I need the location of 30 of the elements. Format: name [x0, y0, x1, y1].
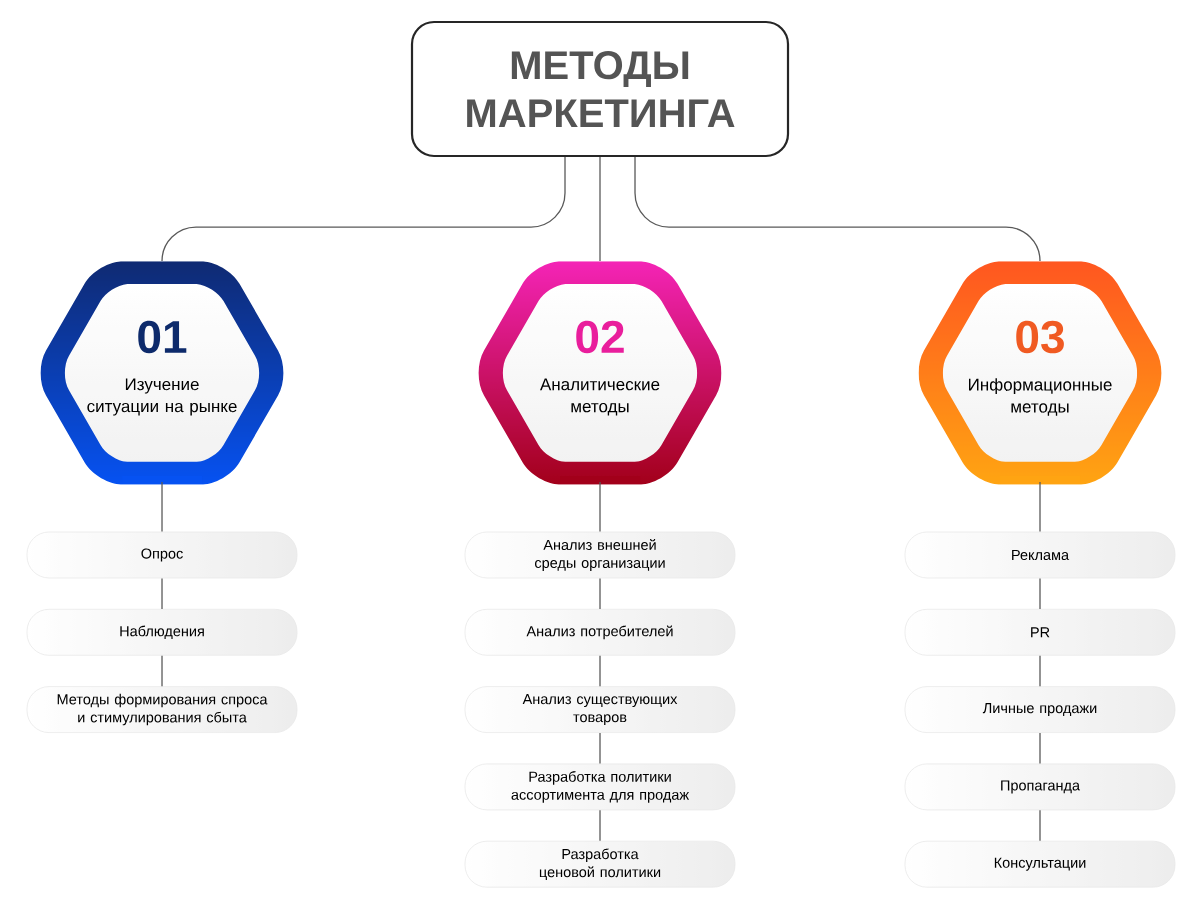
- item-box: Пропаганда: [904, 763, 1176, 811]
- connector-line: [599, 577, 601, 610]
- connector-line: [599, 809, 601, 842]
- connector-line: [634, 156, 1041, 262]
- item-box: Анализ внешней среды организации: [464, 531, 736, 579]
- item-box: Разработка ценовой политики: [464, 840, 736, 888]
- connector-line: [1039, 655, 1041, 687]
- connector-line: [1039, 732, 1041, 765]
- item-box: Анализ потребителей: [464, 608, 736, 656]
- item-box: Реклама: [904, 531, 1176, 579]
- connector-line: [161, 481, 163, 533]
- connector-line: [599, 481, 601, 533]
- connector-line: [1039, 481, 1041, 533]
- connector-line: [599, 156, 601, 262]
- connector-line: [599, 732, 601, 765]
- item-box: Анализ существующих товаров: [464, 686, 736, 733]
- connector-line: [161, 655, 163, 687]
- connector-line: [1039, 809, 1041, 842]
- connector-line: [161, 156, 566, 262]
- item-box: Личные продажи: [904, 686, 1176, 733]
- connector-line: [599, 655, 601, 687]
- connector-line: [161, 577, 163, 610]
- item-box: Наблюдения: [26, 608, 298, 656]
- item-box: Разработка политики ассортимента для продаж: [464, 763, 736, 811]
- connector-line: [1039, 577, 1041, 610]
- item-box: PR: [904, 608, 1176, 656]
- title-box: МЕТОДЫ МАРКЕТИНГА: [410, 20, 790, 158]
- item-box: Опрос: [26, 531, 298, 579]
- item-box: Консультации: [904, 840, 1176, 888]
- item-box: Методы формирования спроса и стимулирования сбыта: [26, 686, 298, 733]
